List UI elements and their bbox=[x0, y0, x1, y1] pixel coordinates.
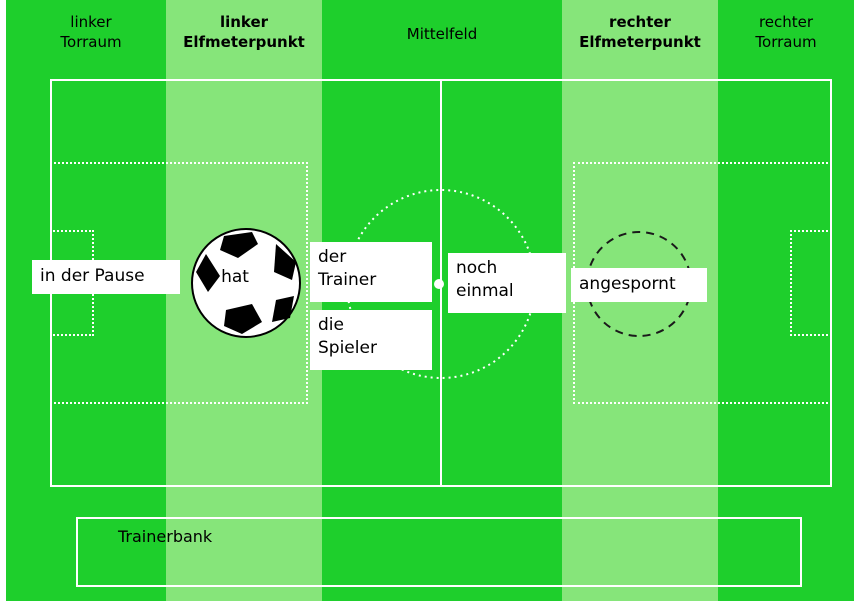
word-text-line2: Trainer bbox=[318, 270, 377, 290]
soccer-ball-icon bbox=[191, 228, 301, 338]
zone-label-midfield: Mittelfeld bbox=[406, 25, 478, 43]
word-text-line2: Spieler bbox=[318, 338, 377, 358]
word-text: angespornt bbox=[579, 274, 676, 294]
word-text-line1: noch bbox=[456, 258, 498, 278]
word-card-der-trainer[interactable]: der Trainer bbox=[310, 242, 432, 302]
word-text-line1: die bbox=[318, 315, 344, 335]
trainer-bench-label: Trainerbank bbox=[118, 527, 213, 546]
word-text: in der Pause bbox=[40, 266, 145, 286]
word-card-in-der-pause[interactable]: in der Pause bbox=[32, 260, 180, 294]
word-card-die-spieler[interactable]: die Spieler bbox=[310, 310, 432, 370]
word-card-hat[interactable]: hat bbox=[211, 266, 259, 296]
center-spot bbox=[434, 279, 444, 289]
trainer-bench bbox=[76, 517, 802, 587]
word-text-line1: der bbox=[318, 247, 347, 267]
left-penalty-box bbox=[50, 162, 308, 404]
word-card-noch-einmal[interactable]: noch einmal bbox=[448, 253, 566, 313]
word-text: hat bbox=[221, 267, 249, 287]
field-markings bbox=[191, 189, 692, 379]
right-goal-area bbox=[790, 230, 832, 336]
word-text-line2: einmal bbox=[456, 281, 514, 301]
word-card-angespornt[interactable]: angespornt bbox=[571, 268, 707, 302]
stripe-left-goal-area bbox=[6, 0, 166, 601]
